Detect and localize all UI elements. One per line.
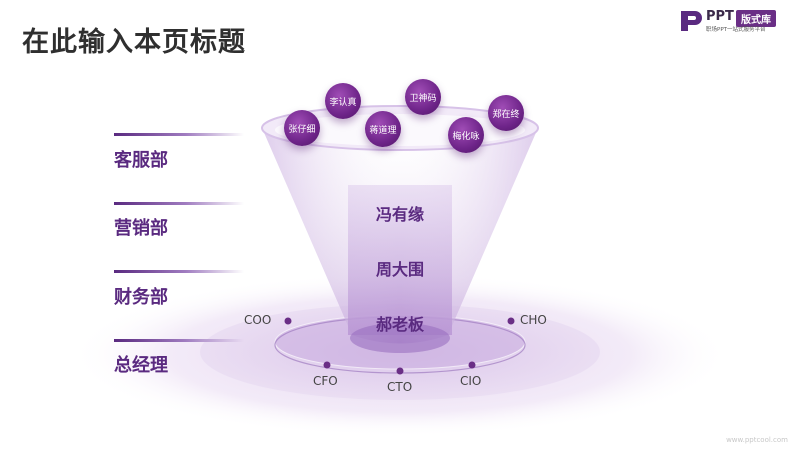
dept-label-finance: 财务部 bbox=[114, 287, 168, 308]
dept-label-service: 客服部 bbox=[114, 150, 168, 171]
page-title: 在此输入本页标题 bbox=[22, 27, 246, 58]
watermark-text: www.pptcool.com bbox=[726, 436, 788, 444]
orbit-label-cto: CTO bbox=[387, 380, 413, 394]
logo-icon bbox=[681, 11, 702, 31]
logo-name: PPT bbox=[706, 9, 734, 24]
dept-label-gm: 总经理 bbox=[114, 355, 168, 376]
orbit-dot-cho bbox=[507, 317, 515, 325]
orbit-dot-coo bbox=[284, 317, 292, 325]
orbit-label-cio: CIO bbox=[460, 374, 482, 388]
person-bubble: 郑在终 bbox=[488, 95, 524, 131]
funnel-column bbox=[348, 185, 452, 335]
person-bubble: 蒋道理 bbox=[365, 111, 401, 147]
divider-line bbox=[114, 270, 244, 273]
orbit-label-cho: CHO bbox=[520, 313, 547, 327]
center-name: 郝老板 bbox=[375, 315, 424, 334]
person-bubble: 卫神码 bbox=[405, 79, 441, 115]
person-bubble: 梅化咏 bbox=[448, 117, 484, 153]
center-name: 冯有缘 bbox=[375, 205, 424, 224]
orbit-dot-cfo bbox=[323, 361, 331, 369]
person-bubble: 张仔细 bbox=[284, 110, 320, 146]
divider-line bbox=[114, 202, 244, 205]
brand-logo[interactable]: PPT 版式库 职场PPT一站式服务平台 bbox=[678, 8, 794, 34]
logo-tagline: 职场PPT一站式服务平台 bbox=[706, 27, 766, 33]
person-bubble: 李认真 bbox=[325, 83, 361, 119]
center-name: 周大围 bbox=[375, 260, 424, 279]
orbit-dot-cio bbox=[468, 361, 476, 369]
orbit-label-coo: COO bbox=[244, 313, 272, 327]
orbit-label-cfo: CFO bbox=[313, 374, 338, 388]
logo-badge: 版式库 bbox=[736, 10, 776, 27]
dept-label-marketing: 营销部 bbox=[114, 218, 168, 239]
divider-line bbox=[114, 133, 244, 136]
divider-line bbox=[114, 339, 244, 342]
orbit-dot-cto bbox=[396, 367, 404, 375]
funnel-base bbox=[350, 323, 450, 353]
